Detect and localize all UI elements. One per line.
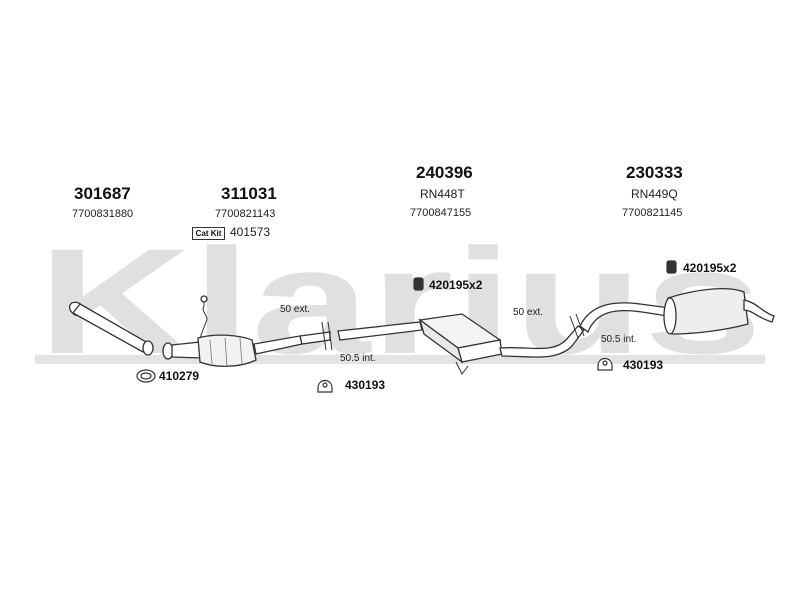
mount-icon-2-hole	[602, 360, 608, 366]
clamp-icon-1	[413, 277, 424, 291]
front-pipe-body	[72, 303, 149, 353]
clamp-number-1: 420195x2	[429, 278, 483, 292]
rear-box	[667, 288, 749, 335]
cat-shading-2	[224, 337, 228, 367]
joint-1-ext-note: 50 ext.	[280, 304, 311, 315]
watermark-band	[35, 355, 765, 364]
mount-number-1: 430193	[345, 378, 386, 392]
inter-pipe-rear	[337, 321, 423, 341]
watermark-text: Klarius	[38, 217, 763, 385]
oem-number-7700821145: 7700821145	[622, 207, 683, 219]
oem-number-7700821143: 7700821143	[215, 208, 276, 220]
middle-hanger	[455, 361, 469, 375]
joint-1-mark-b	[327, 321, 333, 351]
oem-number-7700847155: 7700847155	[410, 207, 472, 219]
gasket-number: 410279	[159, 369, 200, 383]
mount-number-2: 430193	[623, 358, 664, 372]
front-pipe-end	[142, 340, 154, 356]
part-number-240396: 240396	[416, 163, 473, 182]
cat-kit-badge: Cat Kit	[192, 227, 225, 240]
rear-tailpipe	[743, 299, 775, 323]
inter-pipe-front	[299, 331, 331, 345]
intermediate-pipe	[299, 321, 423, 351]
part-number-301687: 301687	[74, 184, 131, 203]
lambda-sensor-wire	[199, 296, 208, 339]
joint-1-int-note: 50.5 int.	[340, 353, 376, 364]
cat-shading-3	[239, 337, 243, 365]
joint-2-mark-a	[569, 315, 579, 339]
part-number-230333: 230333	[626, 163, 683, 182]
cat-inlet	[171, 341, 203, 359]
ref-code-rn448t: RN448T	[420, 187, 465, 201]
cat-shading-1	[209, 339, 213, 365]
rear-silencer-230333	[579, 288, 775, 335]
joint-2-int-note: 50.5 int.	[601, 334, 637, 345]
rear-box-end	[663, 297, 677, 335]
mount-icon-1-hole	[322, 382, 328, 388]
part-number-311031: 311031	[221, 184, 277, 203]
clamp-icon-2	[666, 260, 677, 274]
oem-number-7700831880: 7700831880	[72, 208, 134, 220]
accessory-icons	[136, 260, 677, 393]
middle-to-rear-pipe	[499, 325, 585, 358]
joint-1-mark-a	[321, 321, 327, 351]
cat-kit-number: 401573	[230, 225, 271, 239]
middle-silencer-240396	[418, 313, 585, 375]
ref-code-rn449q: RN449Q	[631, 187, 678, 201]
brand-watermark: Klarius	[35, 217, 765, 385]
front-pipe-301687	[68, 301, 154, 356]
lambda-sensor-head	[200, 295, 208, 303]
gasket-icon-inner	[140, 372, 152, 380]
joint-2-ext-note: 50 ext.	[513, 307, 544, 318]
catalytic-converter-311031	[162, 295, 303, 367]
clamp-number-2: 420195x2	[683, 261, 737, 275]
